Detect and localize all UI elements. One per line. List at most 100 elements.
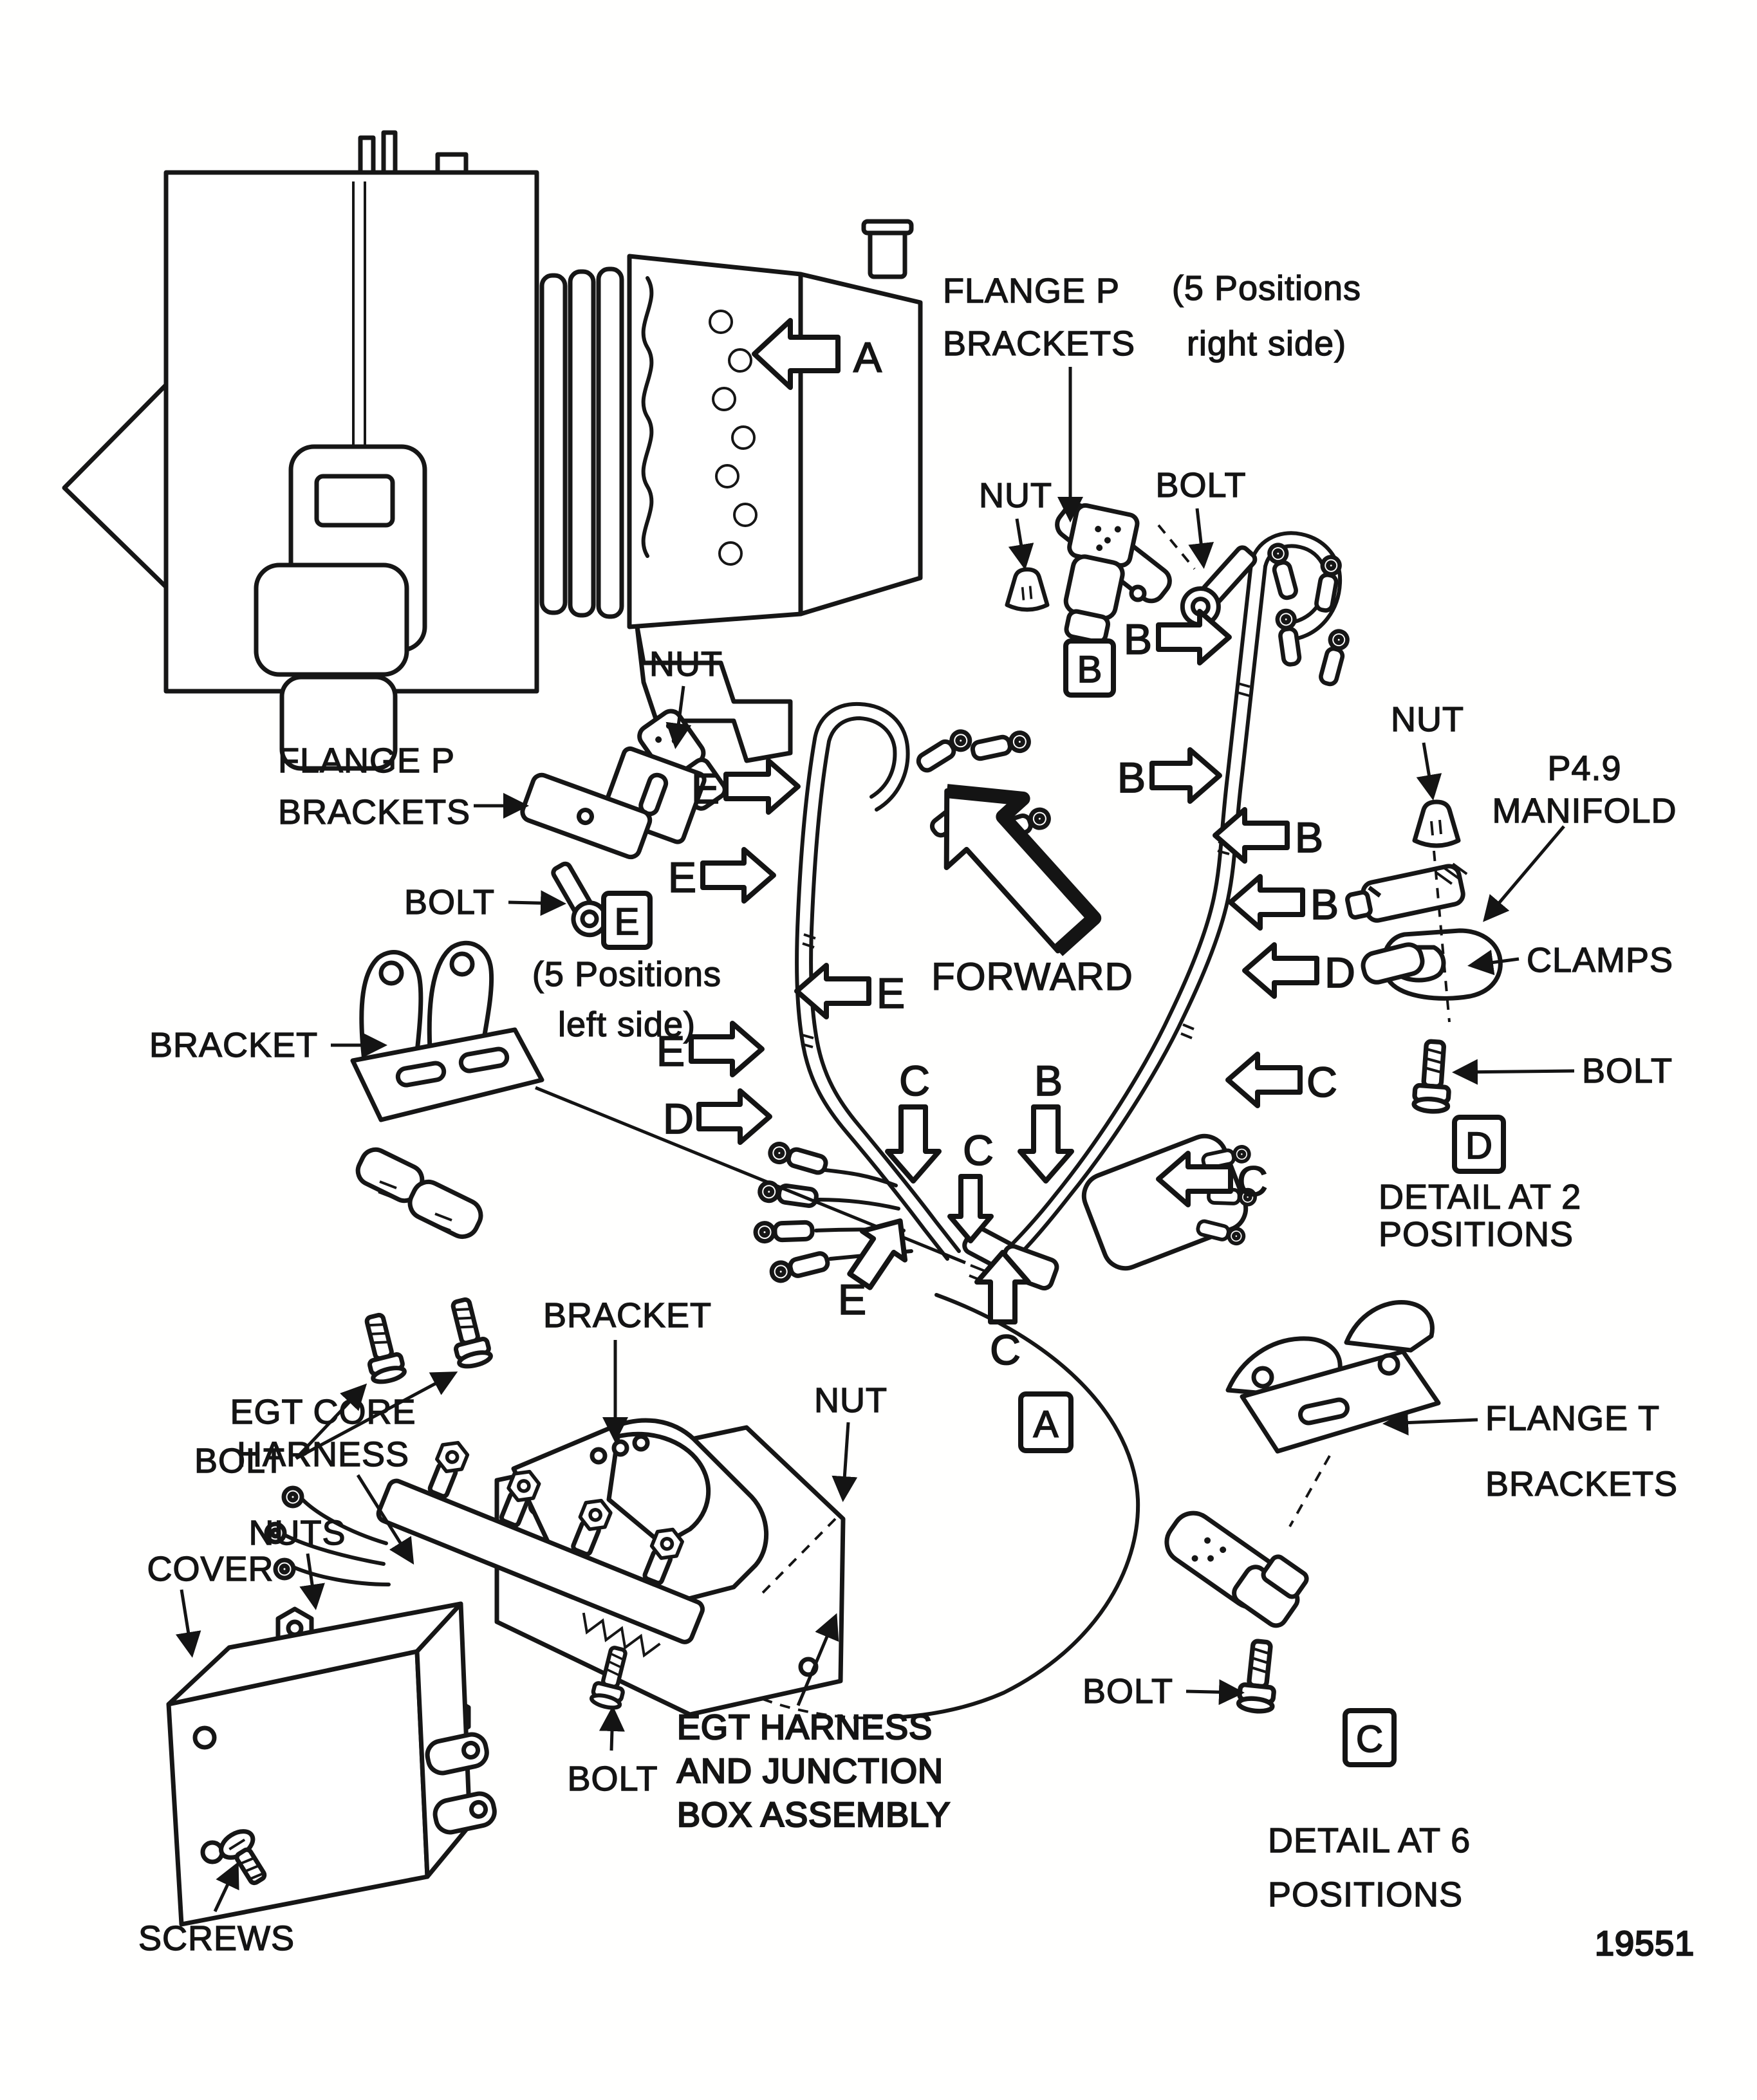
leader-line bbox=[665, 685, 692, 749]
junction-box-cable bbox=[899, 1293, 1140, 1719]
nuts-label: NUTS bbox=[249, 1514, 346, 1552]
leader-line bbox=[1452, 1059, 1575, 1085]
screws-label: SCREWS bbox=[138, 1919, 295, 1958]
detail-box-C: C bbox=[1343, 1708, 1397, 1767]
engine-flange-ring bbox=[539, 273, 568, 615]
arrow-letter-C: C bbox=[1237, 1157, 1268, 1205]
nut-d-detail-label: NUT bbox=[1391, 700, 1464, 739]
bolt-part bbox=[1180, 545, 1258, 627]
arrow-letter-B: B bbox=[1124, 615, 1152, 663]
engine-clamp-band bbox=[641, 276, 654, 558]
arrow-letter-C: C bbox=[963, 1126, 994, 1174]
position-arrow-C bbox=[974, 1250, 1031, 1324]
leader-line bbox=[1008, 518, 1034, 570]
nut-top-right-label: NUT bbox=[979, 476, 1052, 515]
nut-center-label: NUT bbox=[814, 1381, 888, 1420]
engine-gearbox-lower bbox=[279, 674, 398, 771]
bolt-c-detail-label: BOLT bbox=[1083, 1672, 1173, 1711]
left-egt-harness bbox=[795, 702, 1051, 1261]
position-arrow-B bbox=[1156, 609, 1232, 665]
leader-line bbox=[832, 1422, 858, 1502]
position-arrow-B bbox=[1228, 874, 1305, 931]
engine-top-fitting bbox=[381, 130, 398, 175]
clamp-connector bbox=[1164, 1510, 1309, 1628]
leader-line bbox=[295, 1371, 458, 1460]
svg-text:D: D bbox=[1465, 1125, 1492, 1167]
position-arrow-B bbox=[1018, 1104, 1074, 1184]
nut-part bbox=[1415, 802, 1458, 846]
leader-line bbox=[508, 890, 566, 916]
p49-manifold-part bbox=[1345, 862, 1468, 923]
assembly-axis-line bbox=[1157, 524, 1196, 570]
engine-pump-plate bbox=[314, 474, 395, 528]
detail-box-A: A bbox=[1018, 1391, 1074, 1453]
bracket-center-label: BRACKET bbox=[543, 1296, 712, 1335]
nut-left-label: NUT bbox=[649, 645, 723, 683]
clamp-part bbox=[1361, 928, 1503, 1001]
position-arrow-C bbox=[1156, 1151, 1233, 1207]
position-arrow-C bbox=[947, 1174, 994, 1243]
engine-bottom-bracket bbox=[635, 624, 793, 763]
leader-line bbox=[1188, 508, 1214, 569]
nut-part bbox=[1007, 570, 1048, 610]
leader-line bbox=[299, 1553, 325, 1610]
position-arrow-C bbox=[1225, 1052, 1303, 1108]
position-arrow-E bbox=[794, 963, 871, 1019]
leader-line bbox=[1483, 825, 1565, 922]
screw-part bbox=[219, 1829, 267, 1886]
leader-line bbox=[213, 1861, 239, 1913]
figure-number: 19551 bbox=[1595, 1924, 1695, 1963]
detail-box-E: E bbox=[601, 891, 653, 950]
leader-line bbox=[175, 1589, 201, 1658]
arrow-letter-B: B bbox=[1295, 813, 1323, 861]
egt-junction-box-assembly bbox=[266, 1418, 846, 1736]
position-arrow-B bbox=[1149, 747, 1222, 804]
svg-text:C: C bbox=[1356, 1718, 1383, 1760]
leader-line bbox=[1416, 742, 1442, 801]
engine-exhaust-section bbox=[798, 272, 923, 617]
engine-top-fitting bbox=[435, 152, 469, 175]
arrow-letter-B: B bbox=[1310, 880, 1339, 928]
arrow-letter-A: A bbox=[853, 333, 882, 381]
bolt-d-detail-label: BOLT bbox=[1582, 1052, 1673, 1090]
arrow-letter-E: E bbox=[656, 1027, 685, 1075]
bolt-lower-left-label: BOLT bbox=[194, 1442, 285, 1480]
flange-p-right-parts bbox=[1007, 502, 1258, 645]
engine-flange-ring bbox=[596, 266, 624, 619]
position-arrow-B bbox=[1213, 807, 1290, 864]
assembly-axis-line bbox=[1433, 850, 1451, 1023]
arrow-letter-C: C bbox=[990, 1326, 1021, 1373]
egt-core-harness-part bbox=[376, 1425, 705, 1658]
engine-flange-ring bbox=[568, 269, 596, 618]
position-arrow-E bbox=[723, 758, 801, 815]
engine-side-view bbox=[62, 130, 923, 771]
svg-text:B: B bbox=[1077, 649, 1102, 691]
thermocouple-connector bbox=[1063, 503, 1140, 645]
leader-line bbox=[356, 1474, 414, 1565]
engine-top-fitting bbox=[358, 135, 376, 175]
bolt-bottom-label: BOLT bbox=[567, 1760, 658, 1798]
leader-line bbox=[295, 1383, 367, 1460]
position-arrow-E bbox=[689, 1021, 765, 1077]
arrow-letter-E: E bbox=[668, 853, 696, 901]
detail-box-D: D bbox=[1452, 1115, 1506, 1174]
leader-line bbox=[796, 1613, 839, 1706]
bolt-top-right-label: BOLT bbox=[1155, 466, 1246, 505]
engine-spinner-cone bbox=[62, 382, 169, 590]
position-arrow-D bbox=[1242, 942, 1319, 999]
bracket-left-parts bbox=[350, 940, 544, 1384]
forward-arrow bbox=[944, 784, 1102, 956]
engine-gearbox bbox=[254, 562, 409, 677]
svg-text:A: A bbox=[1034, 1404, 1059, 1445]
arrow-letter-C: C bbox=[1306, 1058, 1337, 1106]
arrow-letter-B: B bbox=[1117, 754, 1146, 801]
bracket-left-label: BRACKET bbox=[149, 1026, 318, 1064]
